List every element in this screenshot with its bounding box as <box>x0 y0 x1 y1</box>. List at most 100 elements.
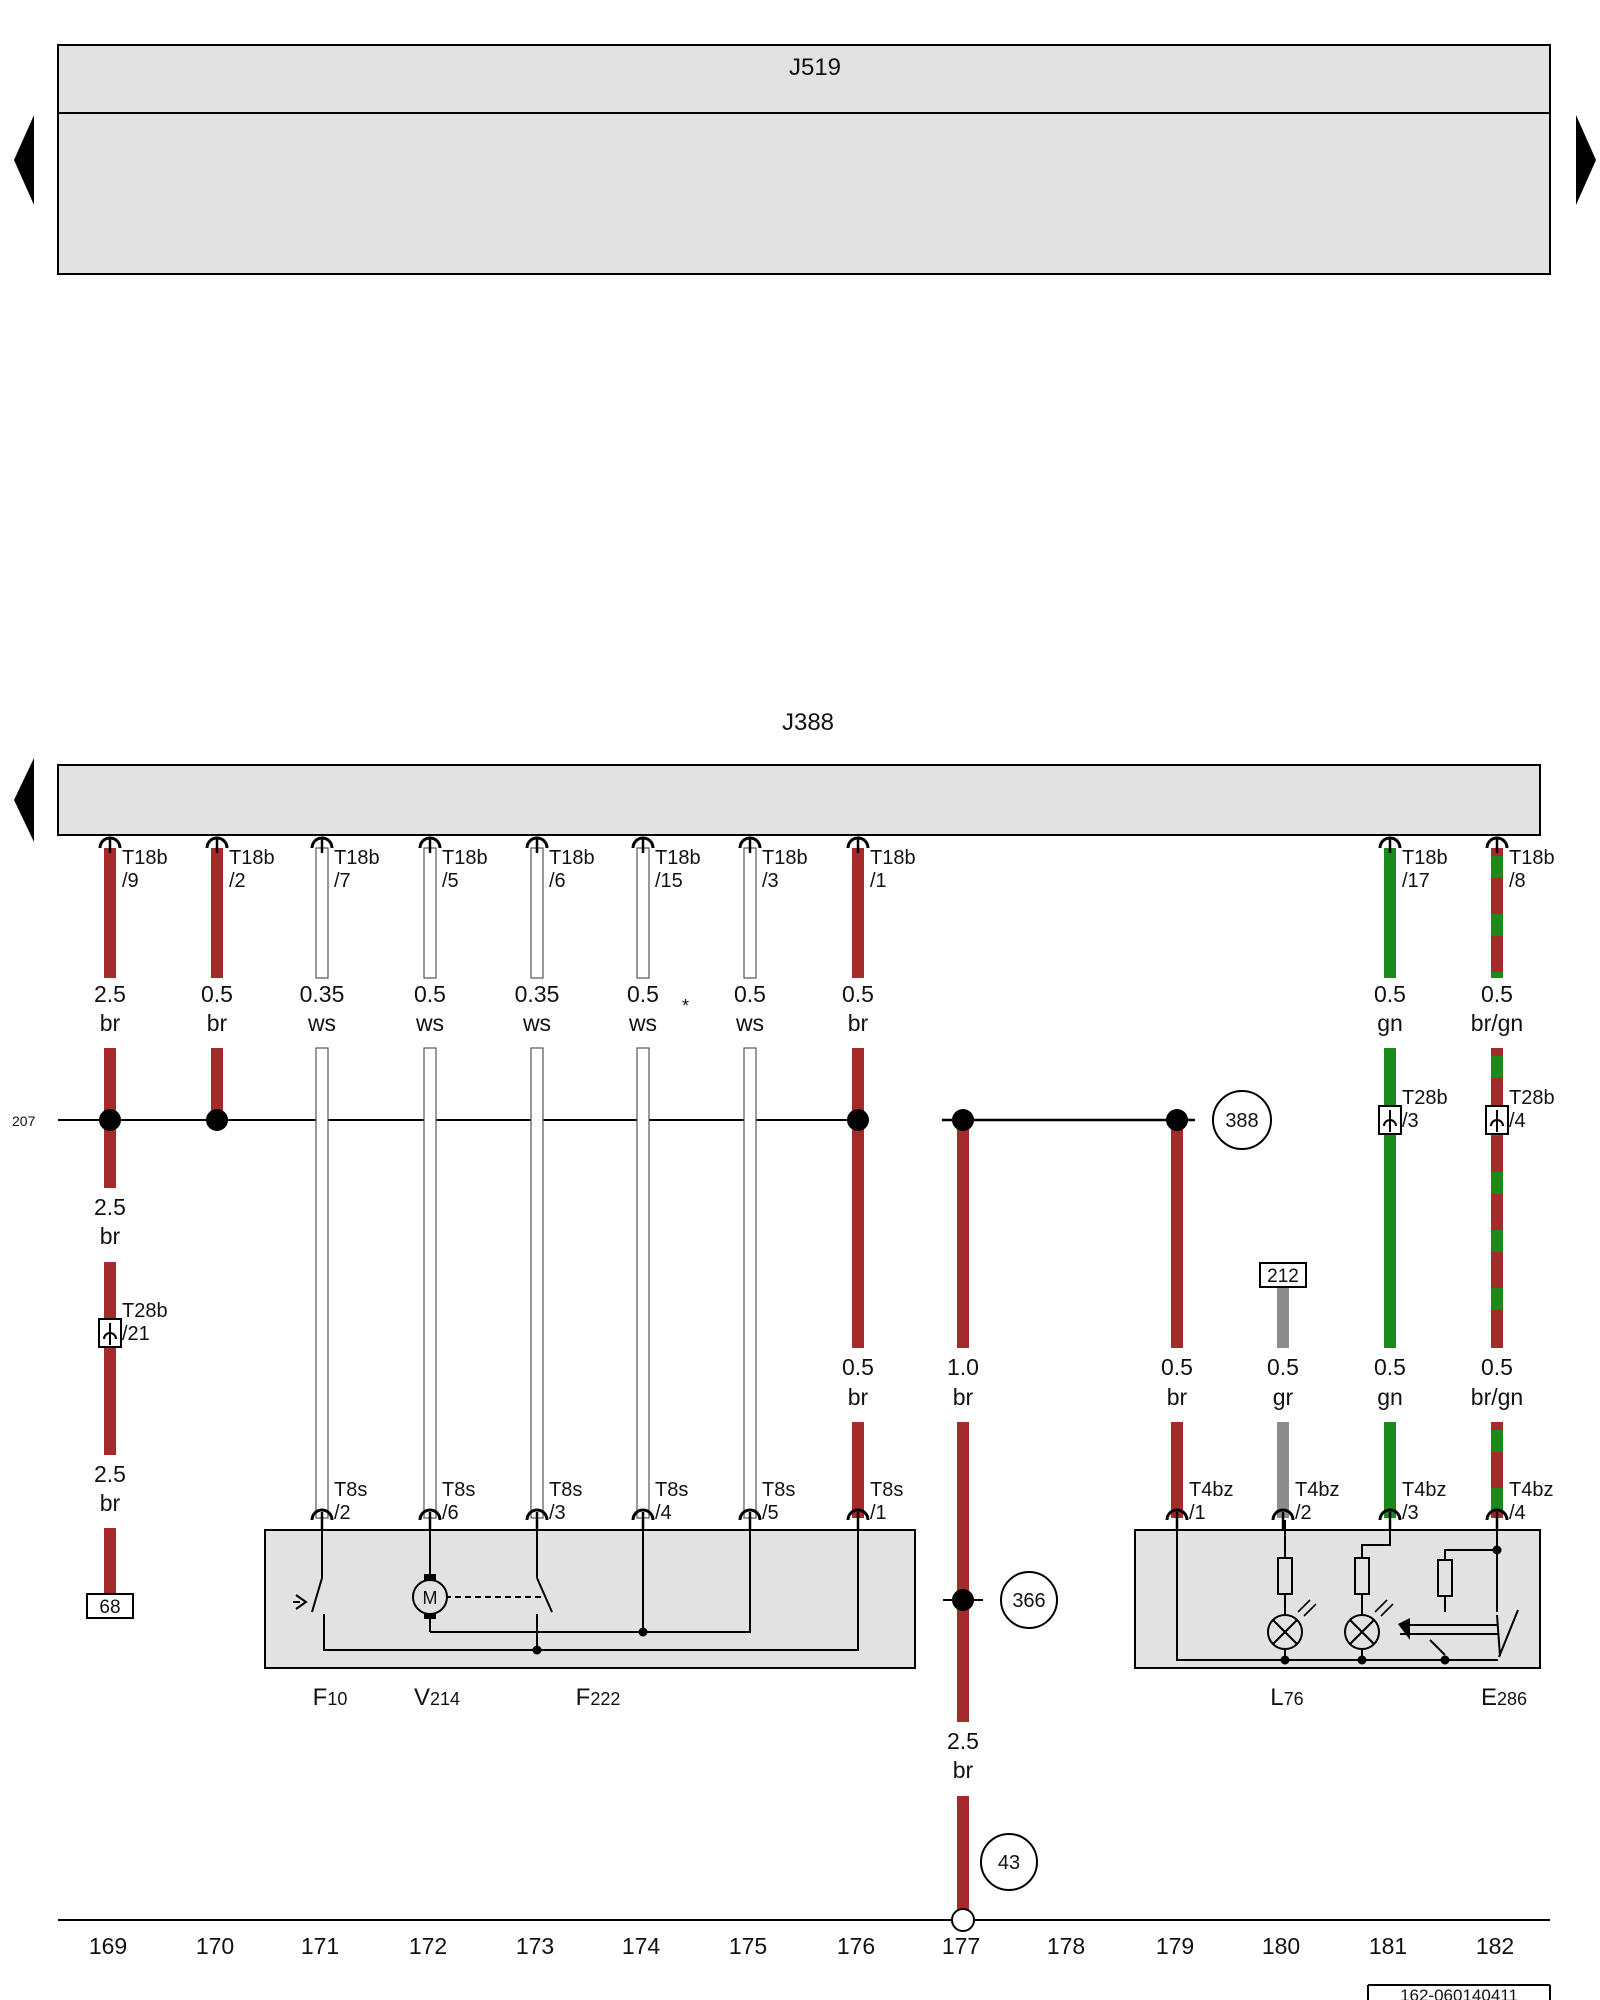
ref-388-label: 388 <box>1225 1110 1258 1132</box>
connector-label: T8s <box>334 1479 367 1501</box>
connector-label: T18b <box>442 847 488 869</box>
wire-180-lower <box>1277 1422 1289 1518</box>
wire-size-label: 2.5 <box>94 981 126 1007</box>
wire-181-upper <box>1384 848 1396 978</box>
lamp-module-box <box>1134 1529 1541 1669</box>
connector-pin-label: /3 <box>1402 1110 1419 1132</box>
ref-212-box[interactable] <box>1259 1262 1307 1288</box>
wire-174-lower <box>636 1047 650 1519</box>
switch-module-box <box>264 1529 916 1669</box>
connector-pin-label: /8 <box>1509 870 1526 892</box>
wire-size-label: 0.5 <box>627 981 659 1007</box>
wire-182-mid-stripe <box>1491 1056 1503 1078</box>
connector-label: T28b <box>122 1300 168 1322</box>
ref-366-circle[interactable] <box>1000 1571 1058 1629</box>
connector-pin-label: /3 <box>549 1502 566 1524</box>
connector-pin-label: /3 <box>762 870 779 892</box>
column-number: 173 <box>516 1933 554 1959</box>
wire-color-label: br <box>1167 1384 1188 1410</box>
junction-dot <box>952 1589 974 1611</box>
wire-size-label: 0.5 <box>1374 981 1406 1007</box>
wire-182-upper-stripe <box>1491 914 1503 936</box>
ref-366-label: 366 <box>1012 1590 1045 1612</box>
junction-dot <box>847 1109 869 1131</box>
connector-label: T4bz <box>1509 1479 1553 1501</box>
doc-id: 162-060140411 <box>1400 1986 1518 2000</box>
connector-pin-label: /4 <box>655 1502 672 1524</box>
wire-color-label: br <box>100 1223 121 1249</box>
connector-pin-label: /1 <box>1189 1502 1206 1524</box>
wire-color-label: br <box>848 1010 869 1036</box>
wire-size-label: 2.5 <box>947 1728 979 1754</box>
ref-212-label: 212 <box>1267 1266 1299 1287</box>
bottom-connector-icon <box>1165 1508 1189 1521</box>
e286-actuator-arrow-icon <box>1398 1618 1410 1640</box>
connector-pin-label: /2 <box>334 1502 351 1524</box>
wire-182-mid-stripe <box>1491 1230 1503 1252</box>
connector-pin-label: /7 <box>334 870 351 892</box>
wire-size-label: 0.5 <box>1267 1354 1299 1380</box>
column-number: 169 <box>89 1933 127 1959</box>
wire-172-lower <box>423 1047 437 1519</box>
column-number: 170 <box>196 1933 234 1959</box>
wire-176-upper <box>852 848 864 978</box>
wire-181-mid <box>1384 1048 1396 1348</box>
bottom-connector-icon <box>1378 1508 1402 1521</box>
connector-label: T18b <box>1402 847 1448 869</box>
wire-176-mid <box>852 1048 864 1348</box>
ref-43-label: 43 <box>998 1852 1020 1874</box>
bottom-connector-icon <box>1485 1508 1509 1521</box>
connector-label: T8s <box>870 1479 903 1501</box>
next-page-arrow-icon[interactable] <box>1576 115 1596 205</box>
ref-388-circle[interactable] <box>1212 1090 1272 1150</box>
j388-label: J388 <box>782 709 834 736</box>
wire-173-upper <box>530 847 544 979</box>
wire-174-upper <box>636 847 650 979</box>
wire-182-lower-stripe <box>1491 1488 1503 1510</box>
comp-f222-label: F222 <box>576 1684 621 1711</box>
connector-label: T4bz <box>1402 1479 1446 1501</box>
prev-page-arrow-lower-icon[interactable] <box>14 758 34 842</box>
wire-173-lower <box>530 1047 544 1519</box>
labels-layer: T18b/92.5brT18b/20.5brT18b/70.35wsT18b/5… <box>89 847 1555 1959</box>
ref-43-circle[interactable] <box>980 1833 1038 1891</box>
connector-pin-label: /4 <box>1509 1502 1526 1524</box>
column-number: 172 <box>409 1933 447 1959</box>
column-number: 180 <box>1262 1933 1300 1959</box>
wires-layer <box>104 847 1503 1910</box>
wire-size-label: 0.5 <box>201 981 233 1007</box>
column-number: 175 <box>729 1933 767 1959</box>
wire-170-lower <box>211 1048 223 1120</box>
connector-pin-label: /6 <box>442 1502 459 1524</box>
prev-page-arrow-icon[interactable] <box>14 115 34 205</box>
ref-68-box[interactable] <box>86 1593 134 1619</box>
wire-color-label: ws <box>522 1010 551 1036</box>
wire-color-label: br <box>953 1757 974 1783</box>
bottom-connector-icon <box>1271 1508 1295 1521</box>
junction-dot <box>206 1109 228 1131</box>
connector-pin-label: /9 <box>122 870 139 892</box>
wire-170-upper <box>211 848 223 978</box>
wire-179-upper <box>1171 1120 1183 1348</box>
connector-label: T18b <box>762 847 808 869</box>
junction-dot <box>1166 1109 1188 1131</box>
connector-label: T18b <box>122 847 168 869</box>
wire-177-upper <box>957 1120 969 1348</box>
wire-179-lower <box>1171 1422 1183 1518</box>
wire-color-label: br <box>100 1010 121 1036</box>
lamp-module-internals <box>1176 1520 1519 1661</box>
wire-color-label: br/gn <box>1471 1384 1523 1410</box>
connector-label: T4bz <box>1295 1479 1339 1501</box>
wire-182-upper <box>1491 848 1503 978</box>
ref-68-label: 68 <box>99 1597 120 1618</box>
connector-label: T18b <box>870 847 916 869</box>
connector-pin-label: /21 <box>122 1323 150 1345</box>
wire-182-mid-stripe <box>1491 1288 1503 1310</box>
wire-size-label: 0.35 <box>515 981 560 1007</box>
wire-181-lower <box>1384 1422 1396 1518</box>
connector-label: T8s <box>762 1479 795 1501</box>
connector-pin-label: /1 <box>870 1502 887 1524</box>
wire-171-upper <box>315 847 329 979</box>
connector-pin-label: /17 <box>1402 870 1430 892</box>
wire-182-lower-stripe <box>1491 1430 1503 1452</box>
